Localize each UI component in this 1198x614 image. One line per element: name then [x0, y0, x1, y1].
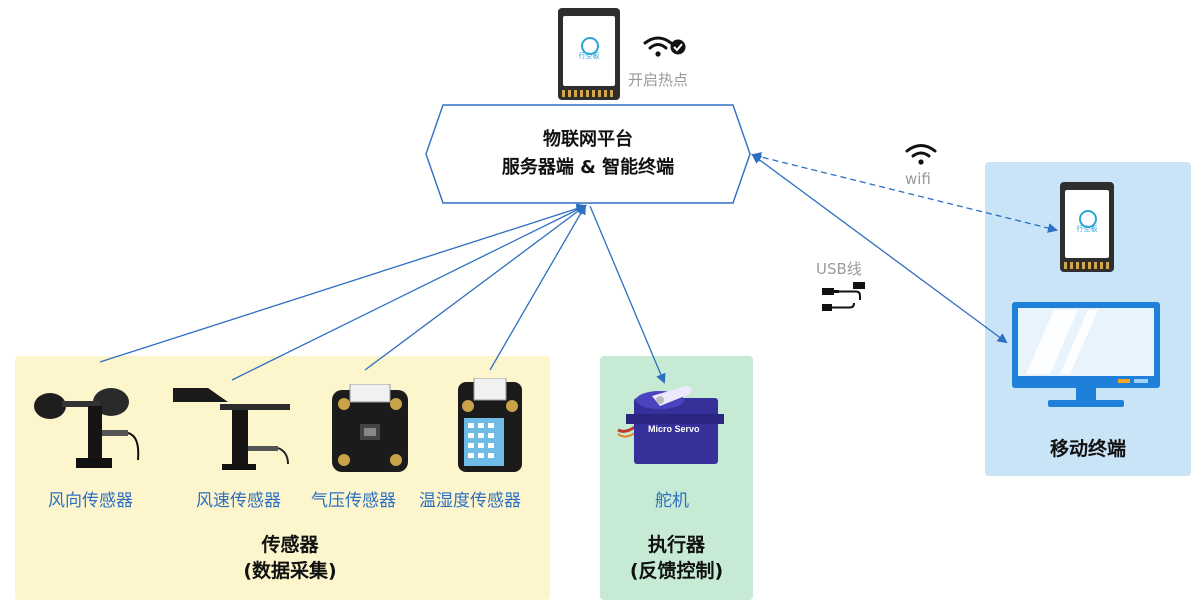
- wifi-icon: [905, 144, 937, 165]
- wind-vane-sensor-icon: [34, 388, 140, 468]
- actuator-group-title-line2: (反馈控制): [629, 560, 724, 582]
- board-logo-icon: [581, 37, 599, 55]
- servo-motor-icon: Micro Servo: [617, 386, 724, 464]
- usb-cable-icon: [822, 282, 865, 311]
- pressure-sensor-module-icon: [332, 384, 408, 472]
- mobile-board-logo-text: 行空板: [1076, 225, 1098, 234]
- link-wind-direction: [99, 203, 587, 363]
- sensor-group-title: 传感器 (数据采集): [200, 532, 380, 584]
- iot-platform-node: 物联网平台 服务器端 & 智能终端: [425, 104, 751, 204]
- hotspot-label: 开启热点: [628, 71, 689, 89]
- link-temp-humidity: [489, 204, 587, 371]
- mobile-board-device: 行空板: [1060, 182, 1114, 272]
- servo-label: 舵机: [655, 491, 689, 511]
- pressure-sensor-label: 气压传感器: [311, 491, 396, 511]
- temp-humidity-sensor-label: 温湿度传感器: [419, 491, 521, 511]
- wind-direction-sensor-label: 风向传感器: [48, 491, 133, 511]
- monitor-icon: [1012, 302, 1160, 407]
- platform-title: 物联网平台: [543, 129, 633, 150]
- board-logo-icon: [1079, 210, 1097, 229]
- link-wind-speed: [231, 205, 587, 381]
- wifi-label: wifi: [905, 170, 931, 188]
- wifi-connected-icon: [643, 36, 686, 57]
- platform-subtitle: 服务器端 & 智能终端: [501, 157, 675, 178]
- temperature-humidity-sensor-icon: [458, 378, 522, 472]
- actuator-group-title: 执行器 (反馈控制): [600, 532, 753, 584]
- actuator-group-title-line1: 执行器: [647, 534, 705, 556]
- board-logo-text: 行空板: [578, 52, 600, 61]
- sensor-group-title-line1: 传感器: [261, 534, 319, 556]
- mobile-terminal-title: 移动终端: [1049, 438, 1126, 460]
- link-pressure: [364, 204, 587, 371]
- usb-label: USB线: [816, 260, 862, 278]
- wind-speed-sensor-label: 风速传感器: [196, 491, 281, 511]
- sensor-group-title-line2: (数据采集): [243, 560, 337, 582]
- anemometer-sensor-icon: [173, 388, 290, 470]
- servo-body-text: Micro Servo: [648, 424, 700, 434]
- link-usb: [751, 153, 1008, 344]
- hotspot-board-device: 行空板: [558, 8, 620, 100]
